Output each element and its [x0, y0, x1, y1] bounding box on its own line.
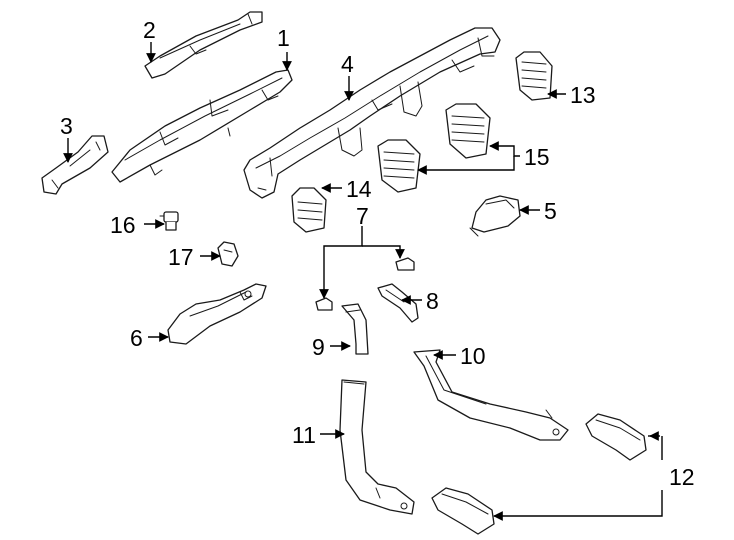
callout-12: 12 [669, 464, 695, 490]
leader-lines [63, 42, 663, 521]
callout-16: 16 [110, 212, 136, 238]
part-4-main-duct [243, 27, 501, 199]
part-8-elbow [377, 283, 419, 323]
part-17-clip [217, 241, 239, 267]
callout-3: 3 [60, 113, 73, 139]
callout-10: 10 [460, 343, 486, 369]
callout-1: 1 [277, 25, 290, 51]
callout-labels: 1 2 3 4 5 6 7 8 9 10 11 12 13 14 15 16 1… [60, 17, 695, 490]
part-15-vent-upper [445, 103, 491, 159]
callout-5: 5 [544, 198, 557, 224]
part-5-duct-elbow [469, 195, 521, 237]
callout-11: 11 [292, 422, 316, 448]
callout-14: 14 [346, 176, 372, 202]
part-13-vent [515, 51, 553, 101]
part-16-bolt [159, 211, 179, 231]
part-14-vent [291, 187, 327, 233]
part-9-duct [341, 303, 369, 355]
callout-7: 7 [356, 203, 369, 229]
part-1-defroster-duct [111, 69, 293, 183]
callout-15: 15 [524, 144, 550, 170]
part-15-vent-lower [377, 139, 421, 193]
part-7-clip-b [315, 297, 333, 311]
callout-13: 13 [570, 82, 596, 108]
part-12-outlet-upper [585, 413, 647, 461]
callout-8: 8 [426, 288, 439, 314]
part-7-clip-a [395, 257, 415, 271]
part-10-floor-duct [413, 349, 569, 441]
part-3-side-duct [41, 135, 109, 195]
part-11-rear-duct [339, 379, 415, 515]
callout-17: 17 [168, 244, 194, 270]
part-12-outlet-lower [431, 487, 495, 535]
part-6-lower-duct [167, 283, 267, 345]
callout-6: 6 [130, 325, 143, 351]
callout-2: 2 [143, 17, 156, 43]
callout-9: 9 [312, 334, 325, 360]
callout-4: 4 [341, 51, 354, 77]
part-2-duct [144, 11, 263, 79]
